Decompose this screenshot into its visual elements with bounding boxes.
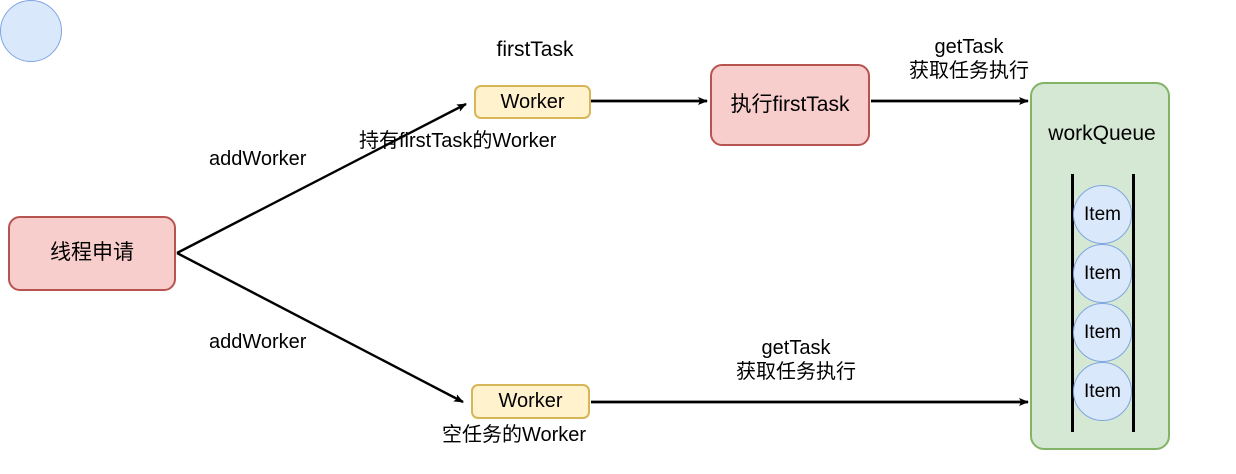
edge-label-hold-first-task-worker: 持有firstTask的Worker [359,130,557,152]
node-thread-request[interactable]: 线程申请 [8,216,176,291]
node-worker-top[interactable]: Worker [474,85,591,119]
edge-label-add-worker-top: addWorker [209,148,307,170]
queue-item-label: Item [1084,203,1121,225]
queue-item-label: Item [1084,262,1121,284]
node-work-queue-label: workQueue [1048,122,1156,145]
node-worker-bottom-label: Worker [498,390,563,412]
edge-label-get-task-bottom: getTask 获取任务执行 [736,337,856,384]
queue-item-label: Item [1084,380,1121,402]
edge-request-to-worker-top [176,102,467,255]
node-first-task-label: firstTask [496,38,574,61]
node-worker-bottom[interactable]: Worker [471,384,590,419]
node-first-task-circle[interactable] [0,0,62,62]
queue-item[interactable]: Item [1073,303,1132,362]
node-exec-first-task[interactable]: 执行firstTask [710,64,870,146]
node-work-queue[interactable]: workQueue Item Item Item Item [1030,82,1170,450]
node-worker-top-label: Worker [500,90,565,113]
edge-request-to-worker-bottom [176,251,464,404]
edge-label-get-task-top: getTask 获取任务执行 [909,36,1029,83]
queue-item[interactable]: Item [1073,244,1132,303]
node-exec-first-task-label: 执行firstTask [730,92,850,116]
queue-rail-left [1071,174,1074,432]
queue-item-label: Item [1084,321,1121,343]
edge-label-add-worker-bottom: addWorker [209,331,307,353]
edge-label-empty-task-worker: 空任务的Worker [442,424,587,446]
node-thread-request-label: 线程申请 [50,241,134,265]
queue-item[interactable]: Item [1073,185,1132,244]
queue-rail-right [1132,174,1135,432]
queue-item[interactable]: Item [1073,362,1132,421]
